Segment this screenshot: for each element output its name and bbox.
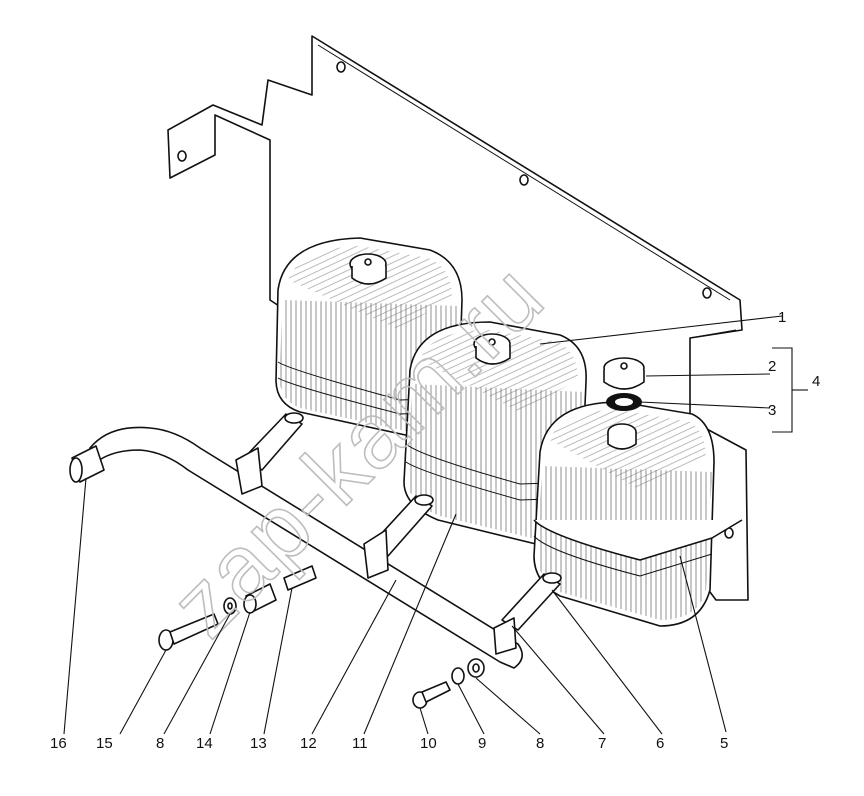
lock-washer-9 xyxy=(451,667,465,685)
callout-3: 3 xyxy=(768,402,776,419)
callout-8-left: 8 xyxy=(156,735,164,752)
washer-8-right xyxy=(467,658,485,678)
callout-6: 6 xyxy=(656,735,664,752)
filler-cap-middle xyxy=(473,333,511,365)
callout-9: 9 xyxy=(478,735,486,752)
callout-8-right: 8 xyxy=(536,735,544,752)
callout-12: 12 xyxy=(300,735,317,752)
washer-8-left xyxy=(223,597,237,615)
manifold-pipe xyxy=(69,426,523,669)
callout-1: 1 xyxy=(778,309,786,326)
callout-labels: 1 2 3 4 5 6 7 8 9 10 11 12 13 14 8 15 16 xyxy=(50,309,820,752)
mounting-hole xyxy=(177,150,187,162)
filler-cap-exploded xyxy=(603,357,645,390)
leader-lines xyxy=(63,315,808,735)
callout-14: 14 xyxy=(196,735,213,752)
callout-13: 13 xyxy=(250,735,267,752)
callout-15: 15 xyxy=(96,735,113,752)
reservoir-tank-right xyxy=(533,401,743,627)
plug-13 xyxy=(283,565,317,591)
callout-5: 5 xyxy=(720,735,728,752)
bolt-15 xyxy=(158,613,219,651)
mounting-hole xyxy=(519,174,529,186)
callout-7: 7 xyxy=(598,735,606,752)
callout-2: 2 xyxy=(768,358,776,375)
callout-10: 10 xyxy=(420,735,437,752)
callout-11: 11 xyxy=(352,735,368,752)
bolt-10 xyxy=(412,681,451,709)
filler-cap-left xyxy=(349,253,387,285)
callout-4: 4 xyxy=(812,373,820,390)
mounting-hole xyxy=(336,61,346,73)
mounting-hole xyxy=(702,287,712,299)
callout-16: 16 xyxy=(50,735,67,752)
cap-gasket xyxy=(606,393,642,411)
